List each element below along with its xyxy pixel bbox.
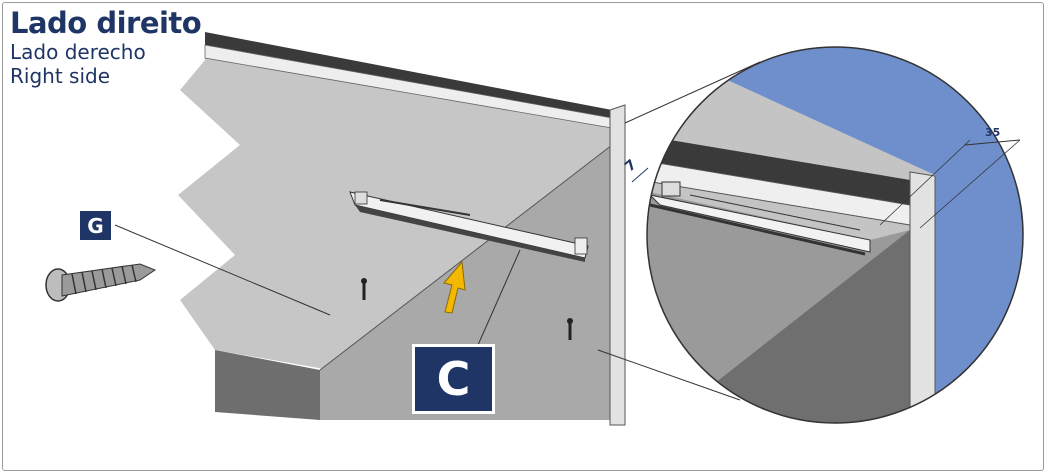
leader-g [114,224,331,316]
leader-zoom-bottom [597,349,741,401]
side-post [609,104,626,426]
slide-mechanism [349,191,589,262]
wall-screw-right [567,318,573,340]
part-label-c: C [412,344,495,414]
subtitle-english: Right side [10,64,110,88]
direction-arrow [443,260,466,314]
leader-zoom-top [624,61,761,124]
screw-g-illustration [45,263,157,302]
detail-magnifier [647,47,1023,423]
dimension-depth-label: 35 [985,126,1001,139]
page-title: Lado direito [10,6,202,40]
detail-circle-outline [646,46,1024,424]
floor-panel [320,145,612,420]
wall-screw-left [361,278,367,300]
title-block: Lado direito Lado derecho Right side [10,6,202,88]
leader-c [477,249,521,346]
part-label-g: G [78,209,113,242]
front-block [215,350,320,420]
subtitle-spanish: Lado derecho [10,40,146,64]
top-rail-dark [205,32,612,118]
